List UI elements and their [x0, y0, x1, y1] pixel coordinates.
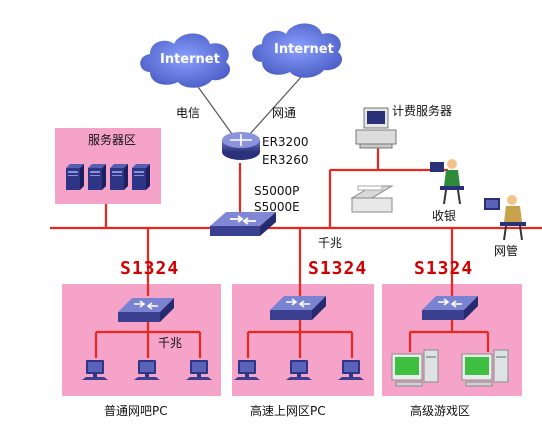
zone-1-speed-label: 千兆: [158, 336, 183, 350]
zone-2-label: 高速上网区PC: [250, 404, 326, 418]
admin-icon: [484, 195, 526, 241]
billing-server-icon: [355, 107, 397, 149]
access-switch-3-label: S1324: [414, 258, 474, 279]
cloud-left-label: Internet: [160, 52, 220, 67]
backbone-speed-label: 千兆: [318, 236, 343, 250]
access-switch-1-label: S1324: [120, 258, 180, 279]
cashier-icon: [430, 159, 464, 205]
network-links: [50, 148, 542, 358]
cloud-right-label: Internet: [274, 42, 334, 57]
printer-icon: [350, 185, 394, 213]
core-switch-model-1: S5000P: [254, 184, 300, 198]
router-model-2: ER3260: [262, 153, 309, 167]
isp-left-label: 电信: [176, 106, 201, 120]
core-switch-icon: [210, 212, 276, 236]
admin-label: 网管: [494, 244, 519, 258]
internet-cloud-right: [252, 23, 343, 78]
billing-server-label: 计费服务器: [392, 104, 453, 118]
isp-right-label: 网通: [272, 106, 297, 120]
zone-1-pcs: [82, 360, 212, 380]
cashier-label: 收银: [432, 209, 457, 223]
access-switch-2-label: S1324: [308, 258, 368, 279]
server-zone-label: 服务器区: [88, 133, 137, 147]
zone-3-label: 高级游戏区: [410, 404, 471, 418]
wan-links: [195, 75, 303, 135]
core-switch-model-2: S5000E: [254, 200, 300, 214]
internet-cloud-left: [140, 33, 231, 88]
router-model-1: ER3200: [262, 135, 309, 149]
zone-1-label: 普通网吧PC: [104, 404, 168, 418]
zone-2-pcs: [234, 360, 364, 380]
router-icon: [222, 132, 260, 160]
